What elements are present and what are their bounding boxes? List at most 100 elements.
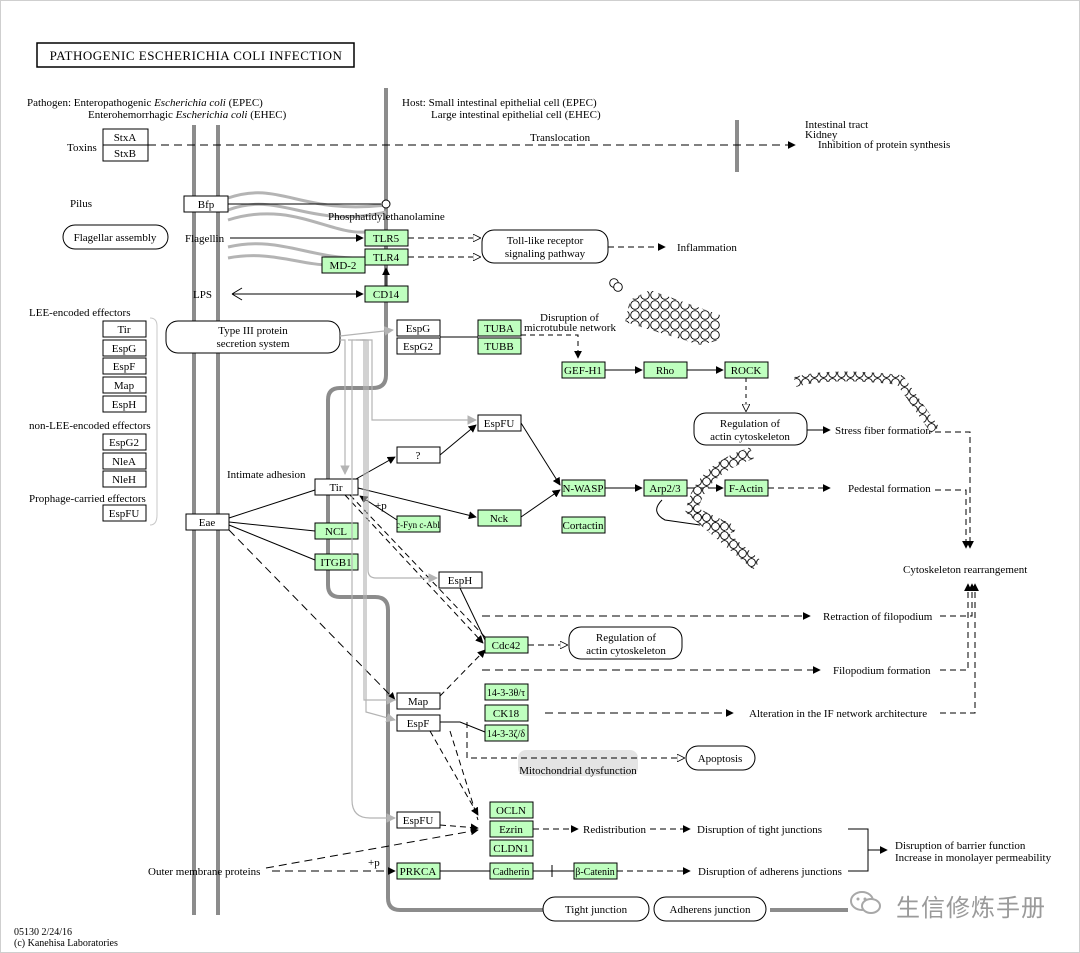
gene-14-3-3-theta[interactable]: 14-3-3θ/τ bbox=[487, 688, 525, 699]
barrier-label-2: Increase in monolayer permeability bbox=[895, 852, 1052, 864]
gene-prkca[interactable]: PRKCA bbox=[400, 866, 437, 878]
host-label: Host: Small intestinal epithelial cell (… bbox=[402, 97, 597, 109]
gene-espg2[interactable]: EspG2 bbox=[403, 341, 433, 353]
gene-tir-left[interactable]: Tir bbox=[117, 324, 130, 336]
retraction-label: Retraction of filopodium bbox=[823, 611, 933, 623]
flagellar-assembly-link[interactable]: Flagellar assembly bbox=[74, 232, 157, 244]
gene-espfu-low[interactable]: EspFU bbox=[403, 815, 434, 827]
gene-cldn1[interactable]: CLDN1 bbox=[493, 843, 528, 855]
gene-map-left[interactable]: Map bbox=[114, 380, 135, 392]
gene-espf[interactable]: EspF bbox=[407, 718, 430, 730]
gene-factin[interactable]: F-Actin bbox=[729, 483, 764, 495]
gene-stxb[interactable]: StxB bbox=[114, 148, 136, 160]
gene-arp23[interactable]: Arp2/3 bbox=[649, 483, 681, 495]
gene-nlea[interactable]: NleA bbox=[112, 456, 136, 468]
gene-gefh1[interactable]: GEF-H1 bbox=[564, 365, 602, 377]
gene-14-3-3-zeta[interactable]: 14-3-3ζ/δ bbox=[487, 729, 526, 740]
gene-espg2-left[interactable]: EspG2 bbox=[109, 437, 139, 449]
gene-cortactin[interactable]: Cortactin bbox=[563, 520, 604, 532]
gene-bfp[interactable]: Bfp bbox=[198, 199, 215, 211]
gene-espg[interactable]: EspG bbox=[406, 323, 431, 335]
flagellin-label: Flagellin bbox=[185, 233, 225, 245]
disruption-adherens-label: Disruption of adherens junctions bbox=[698, 866, 842, 878]
kidney-label: Kidney bbox=[805, 129, 838, 141]
redistribution-label: Redistribution bbox=[583, 824, 646, 836]
gene-md2[interactable]: MD-2 bbox=[330, 260, 357, 272]
gene-esph-left[interactable]: EspH bbox=[112, 399, 137, 411]
pedestal-label: Pedestal formation bbox=[848, 483, 931, 495]
effector-delivery-lines bbox=[339, 326, 477, 823]
microtubule-label-1: Disruption of bbox=[540, 312, 599, 324]
pilus-label: Pilus bbox=[70, 198, 92, 210]
gene-nck[interactable]: Nck bbox=[490, 513, 509, 525]
type3-link-line1[interactable]: Type III protein bbox=[218, 325, 288, 337]
gene-unknown[interactable]: ? bbox=[416, 450, 421, 462]
gene-espf-left[interactable]: EspF bbox=[113, 361, 136, 373]
gene-espfu-left[interactable]: EspFU bbox=[109, 508, 140, 520]
gene-nleh[interactable]: NleH bbox=[112, 474, 136, 486]
page-title: PATHOGENIC ESCHERICHIA COLI INFECTION bbox=[50, 48, 343, 63]
gene-ck18[interactable]: CK18 bbox=[493, 708, 520, 720]
reg-actin-link-1-line2[interactable]: actin cytoskeleton bbox=[710, 431, 790, 443]
white-gene-boxes: StxA StxB Bfp Tir EspG EspF Map EspH Esp… bbox=[102, 128, 522, 829]
gene-tuba[interactable]: TUBA bbox=[484, 323, 514, 335]
gene-itgb1[interactable]: ITGB1 bbox=[320, 557, 351, 569]
microtubule-structure bbox=[609, 278, 720, 345]
reg-actin-link-2-line2[interactable]: actin cytoskeleton bbox=[586, 645, 666, 657]
pathogen-label-2: Enterohemorrhagic Escherichia coli (EHEC… bbox=[88, 109, 287, 121]
gene-map[interactable]: Map bbox=[408, 696, 429, 708]
translocation-label: Translocation bbox=[530, 132, 591, 144]
apoptosis-link[interactable]: Apoptosis bbox=[698, 753, 743, 765]
watermark-text: 生信修炼手册 bbox=[896, 894, 1046, 922]
stress-fiber-label: Stress fiber formation bbox=[835, 425, 931, 437]
gene-stxa[interactable]: StxA bbox=[114, 132, 137, 144]
adherens-junction-link[interactable]: Adherens junction bbox=[670, 904, 751, 916]
pathogen-label: Pathogen: Enteropathogenic Escherichia c… bbox=[27, 97, 263, 109]
disruption-tight-label: Disruption of tight junctions bbox=[697, 824, 822, 836]
rounded-boxes: Flagellar assembly Type III protein secr… bbox=[62, 224, 808, 922]
gene-esph[interactable]: EspH bbox=[448, 575, 473, 587]
stress-fiber-structure bbox=[793, 371, 940, 433]
gene-rock[interactable]: ROCK bbox=[731, 365, 762, 377]
relation-lines bbox=[228, 203, 979, 877]
gene-espfu-mid[interactable]: EspFU bbox=[484, 418, 515, 430]
tight-junction-link[interactable]: Tight junction bbox=[565, 904, 628, 916]
footer-id: 05130 2/24/16 bbox=[14, 927, 72, 938]
footer-copyright: (c) Kanehisa Laboratories bbox=[14, 938, 118, 949]
mito-box bbox=[518, 750, 638, 776]
reg-actin-link-1-line1[interactable]: Regulation of bbox=[720, 418, 781, 430]
gene-cfyn-cabl[interactable]: c-Fyn c-Abl bbox=[396, 520, 440, 530]
microtubule-label-2: microtubule network bbox=[524, 322, 616, 334]
tlr-pathway-link-line2[interactable]: signaling pathway bbox=[505, 248, 586, 260]
gene-cdc42[interactable]: Cdc42 bbox=[492, 640, 521, 652]
gene-ezrin[interactable]: Ezrin bbox=[499, 824, 523, 836]
tlr-pathway-link-line1[interactable]: Toll-like receptor bbox=[507, 235, 584, 247]
gene-tubb[interactable]: TUBB bbox=[484, 341, 513, 353]
intimate-adhesion-label: Intimate adhesion bbox=[227, 469, 306, 481]
gene-tir[interactable]: Tir bbox=[329, 482, 342, 494]
gene-ocln[interactable]: OCLN bbox=[496, 805, 526, 817]
phosphatidylethanolamine-label: Phosphatidylethanolamine bbox=[328, 211, 445, 223]
gene-beta-catenin[interactable]: β-Catenin bbox=[575, 867, 615, 878]
gene-cd14[interactable]: CD14 bbox=[373, 289, 400, 301]
non-lee-effectors-label: non-LEE-encoded effectors bbox=[29, 420, 151, 432]
inflammation-label: Inflammation bbox=[677, 242, 737, 254]
gene-nwasp[interactable]: N-WASP bbox=[563, 483, 604, 495]
reg-actin-link-2-line1[interactable]: Regulation of bbox=[596, 632, 657, 644]
gene-tlr5[interactable]: TLR5 bbox=[373, 233, 400, 245]
gene-tlr4[interactable]: TLR4 bbox=[373, 252, 400, 264]
actin-filament-structure bbox=[685, 447, 761, 570]
gene-ncl[interactable]: NCL bbox=[325, 526, 347, 538]
gene-rho[interactable]: Rho bbox=[656, 365, 675, 377]
lee-effectors-label: LEE-encoded effectors bbox=[29, 307, 131, 319]
gene-eae[interactable]: Eae bbox=[199, 517, 216, 529]
type3-link-line2[interactable]: secretion system bbox=[216, 338, 289, 350]
prophage-effectors-label: Prophage-carried effectors bbox=[29, 493, 146, 505]
outer-membrane-label: Outer membrane proteins bbox=[148, 866, 260, 878]
filopodium-label: Filopodium formation bbox=[833, 665, 931, 677]
gene-espg-left[interactable]: EspG bbox=[112, 343, 137, 355]
gene-cadherin[interactable]: Cadherin bbox=[493, 867, 530, 878]
intestinal-tract-label: Intestinal tract bbox=[805, 119, 868, 131]
mito-label: Mitochondrial dysfunction bbox=[519, 765, 637, 777]
